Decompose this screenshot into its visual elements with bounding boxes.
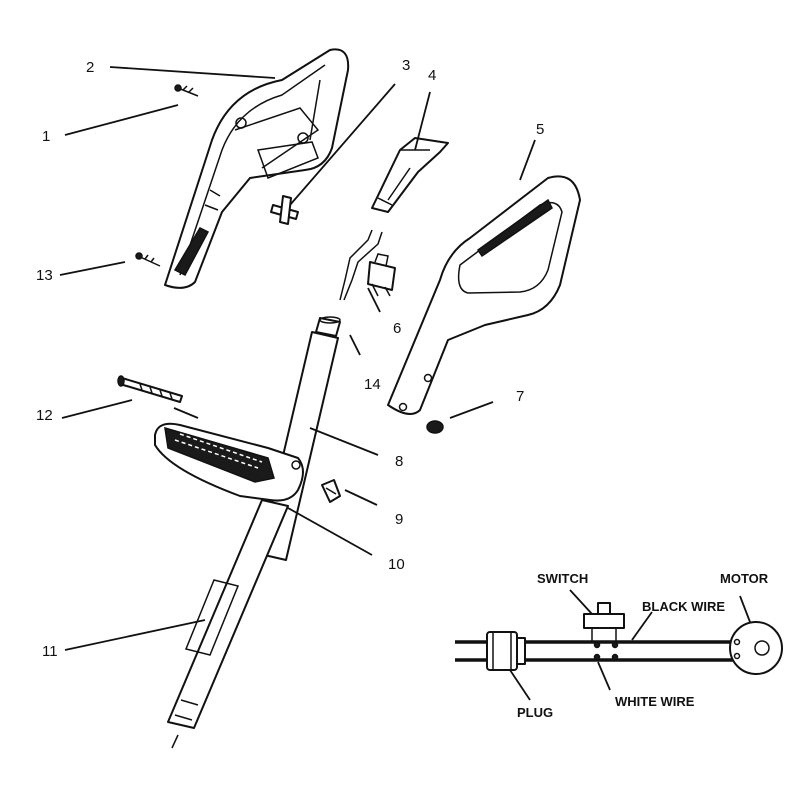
part-5-right-handle-housing	[387, 175, 581, 415]
motor-symbol	[729, 621, 783, 675]
callout-8: 8	[395, 453, 403, 470]
part-9-wing-nut	[321, 479, 341, 503]
callout-6: 6	[393, 320, 401, 337]
motor-label: MOTOR	[720, 571, 769, 586]
part-2-left-handle-housing	[164, 48, 350, 289]
callout-10: 10	[388, 556, 405, 573]
callout-5: 5	[536, 121, 544, 138]
part-6-switch-wires	[339, 229, 396, 301]
leader-lines	[59, 66, 536, 651]
callout-1: 1	[42, 128, 50, 145]
black-wire-label: BLACK WIRE	[642, 599, 725, 614]
callout-11: 11	[42, 643, 58, 660]
part-13-screw	[135, 252, 161, 267]
plug-symbol	[486, 631, 526, 671]
callout-numbers: 2 1 3 4 5 13 6 14 7 12 8 9 10 11	[36, 57, 544, 660]
part-11-lower-tube-label	[167, 499, 289, 749]
callout-12: 12	[36, 407, 53, 424]
callout-14: 14	[364, 376, 381, 393]
callout-2: 2	[86, 59, 94, 76]
switch-label: SWITCH	[537, 571, 588, 586]
callout-3: 3	[402, 57, 410, 74]
plug-label: PLUG	[517, 705, 553, 720]
wiring-schematic: SWITCH MOTOR BLACK WIRE WHITE WIRE PLUG	[455, 571, 783, 720]
callout-9: 9	[395, 511, 403, 528]
part-7-cap	[426, 420, 444, 434]
callout-7: 7	[516, 388, 524, 405]
part-1-screw	[174, 84, 199, 97]
callout-13: 13	[36, 267, 53, 284]
switch-symbol	[583, 602, 625, 661]
part-12-bolt	[117, 375, 183, 403]
white-wire-label: WHITE WIRE	[615, 694, 695, 709]
part-14-ferrule	[315, 316, 341, 337]
callout-4: 4	[428, 67, 436, 84]
part-10-auxiliary-handle	[154, 422, 304, 502]
part-3-bushing	[270, 195, 299, 225]
part-4-trigger	[371, 137, 449, 213]
